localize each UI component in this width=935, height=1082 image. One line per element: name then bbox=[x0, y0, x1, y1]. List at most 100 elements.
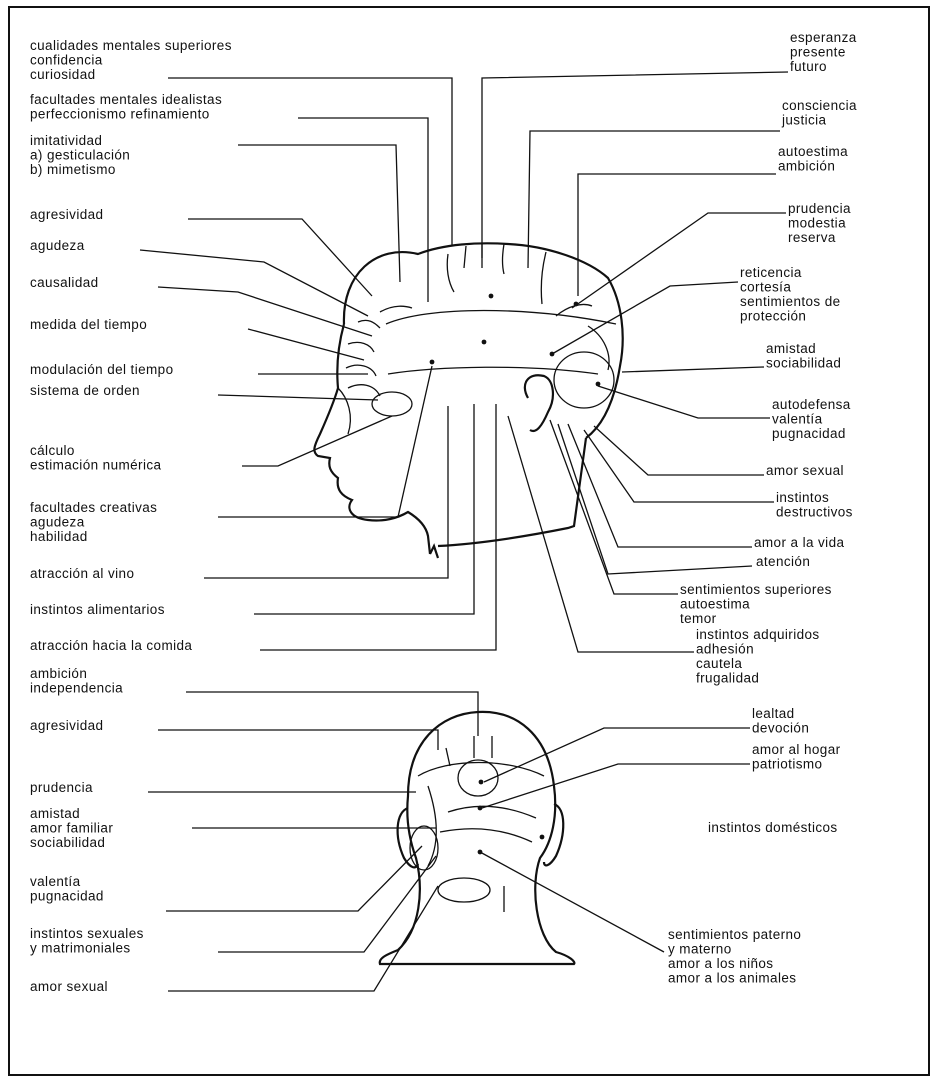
region-label-line: instintos alimentarios bbox=[30, 602, 165, 617]
region-label-line: destructivos bbox=[776, 505, 853, 520]
region-label: amistadamor familiarsociabilidad bbox=[30, 806, 113, 850]
region-label-line: cortesía bbox=[740, 280, 791, 295]
leader bbox=[260, 404, 496, 650]
region-label-line: instintos sexuales bbox=[30, 926, 144, 941]
region-label-line: autodefensa bbox=[772, 397, 851, 412]
region-label: facultades mentales idealistasperfeccion… bbox=[30, 92, 222, 122]
region-label-line: estimación numérica bbox=[30, 458, 161, 473]
region-label-line: amor a los niños bbox=[668, 956, 773, 971]
leader bbox=[204, 406, 448, 578]
region-line bbox=[348, 342, 374, 352]
region-label: sistema de orden bbox=[30, 383, 140, 398]
region-label-line: esperanza bbox=[790, 30, 857, 45]
region-label-line: cálculo bbox=[30, 443, 75, 458]
region-label: esperanzapresentefuturo bbox=[790, 30, 857, 74]
region-label-line: perfeccionismo refinamiento bbox=[30, 107, 210, 122]
region-line bbox=[348, 385, 380, 396]
region-label: instintos sexualesy matrimoniales bbox=[30, 926, 144, 956]
region-label-line: frugalidad bbox=[696, 671, 759, 686]
region-label-line: b) mimetismo bbox=[30, 162, 116, 177]
leader bbox=[598, 386, 770, 418]
region-label-line: instintos adquiridos bbox=[696, 627, 820, 642]
back-right-ear bbox=[544, 804, 563, 865]
nose-line bbox=[338, 388, 350, 434]
region-dot bbox=[478, 806, 483, 811]
region-label-line: facultades mentales idealistas bbox=[30, 92, 222, 107]
region-dot bbox=[479, 780, 484, 785]
region-label-line: cualidades mentales superiores bbox=[30, 38, 232, 53]
back-region-line bbox=[446, 748, 450, 766]
region-label-line: protección bbox=[740, 309, 806, 324]
region-dot bbox=[489, 294, 494, 299]
region-line bbox=[358, 320, 380, 328]
leader bbox=[482, 72, 788, 258]
region-label-line: autoestima bbox=[778, 144, 848, 159]
region-label-line: amor al hogar bbox=[752, 742, 841, 757]
region-label: atención bbox=[756, 554, 810, 569]
top-leader-lines bbox=[140, 72, 788, 652]
region-label-line: instintos domésticos bbox=[708, 820, 838, 835]
region-label-line: autoestima bbox=[680, 597, 750, 612]
leader bbox=[218, 856, 436, 952]
leader bbox=[584, 430, 774, 502]
bottom-leader-lines bbox=[148, 692, 750, 991]
region-label-line: devoción bbox=[752, 721, 809, 736]
region-label-line: prudencia bbox=[30, 780, 93, 795]
region-label-line: sistema de orden bbox=[30, 383, 140, 398]
leader bbox=[568, 424, 752, 547]
region-dot bbox=[478, 850, 483, 855]
region-label-line: reserva bbox=[788, 230, 836, 245]
region-label-line: lealtad bbox=[752, 706, 795, 721]
region-label: instintos alimentarios bbox=[30, 602, 165, 617]
leader bbox=[528, 131, 780, 268]
region-label: atracción al vino bbox=[30, 566, 134, 581]
region-label: conscienciajusticia bbox=[781, 98, 857, 128]
region-label: causalidad bbox=[30, 275, 99, 290]
leader bbox=[158, 730, 438, 750]
region-label: amor sexual bbox=[766, 463, 844, 478]
leader bbox=[594, 426, 764, 475]
region-oval bbox=[372, 392, 412, 416]
region-label-line: curiosidad bbox=[30, 67, 96, 82]
back-region-oval bbox=[410, 826, 438, 870]
region-label-line: temor bbox=[680, 611, 717, 626]
region-label-line: pugnacidad bbox=[772, 426, 846, 441]
leader bbox=[166, 846, 422, 911]
region-dot bbox=[574, 302, 579, 307]
region-label-line: modestia bbox=[788, 216, 846, 231]
region-label-line: atención bbox=[756, 554, 810, 569]
region-label-line: amistad bbox=[30, 806, 80, 821]
region-label-line: atracción hacia la comida bbox=[30, 638, 192, 653]
region-label: atracción hacia la comida bbox=[30, 638, 192, 653]
back-region-oval bbox=[438, 878, 490, 902]
region-dot bbox=[596, 382, 601, 387]
leader bbox=[558, 424, 752, 574]
region-label-line: reticencia bbox=[740, 265, 802, 280]
region-label: instintosdestructivos bbox=[776, 490, 853, 520]
leader bbox=[484, 728, 750, 782]
region-line bbox=[464, 246, 466, 268]
region-label-line: presente bbox=[790, 45, 846, 60]
region-label-line: consciencia bbox=[782, 98, 857, 113]
region-label-line: y materno bbox=[668, 942, 732, 957]
region-label-line: facultades creativas bbox=[30, 500, 157, 515]
region-line bbox=[588, 326, 609, 370]
region-label: agresividad bbox=[30, 207, 103, 222]
leader bbox=[550, 420, 678, 594]
region-label: cualidades mentales superioresconfidenci… bbox=[30, 38, 232, 82]
region-label-line: sentimientos superiores bbox=[680, 582, 832, 597]
region-label-line: pugnacidad bbox=[30, 889, 104, 904]
region-label: amor a la vida bbox=[754, 535, 844, 550]
region-label-line: justicia bbox=[781, 113, 827, 128]
region-label-line: amor familiar bbox=[30, 821, 113, 836]
region-label-line: futuro bbox=[790, 59, 827, 74]
